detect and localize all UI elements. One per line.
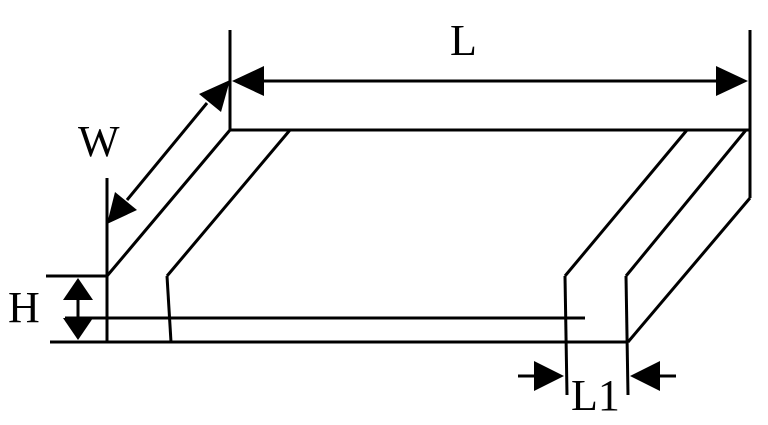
right-terminal-inner-front-edge xyxy=(563,275,569,396)
width-label: W xyxy=(78,117,120,166)
length-label: L xyxy=(450,16,477,65)
right-terminal-inner-top-edge xyxy=(563,129,689,277)
terminal-length-arrow-right xyxy=(630,361,660,391)
left-terminal-top-edge xyxy=(165,129,292,277)
length-arrow-right xyxy=(716,66,748,96)
right-terminal-outer-top-edge xyxy=(624,129,748,277)
length-arrow-left xyxy=(232,66,264,96)
height-arrow-down xyxy=(63,318,93,340)
left-terminal-front-edge xyxy=(165,275,173,343)
bottom-right-edge xyxy=(626,197,752,343)
width-dimension: W xyxy=(78,30,232,276)
terminal-length-arrow-left xyxy=(534,361,564,391)
height-label: H xyxy=(8,283,40,332)
width-dimension-line xyxy=(125,102,209,201)
left-terminal xyxy=(165,129,292,343)
height-dimension: H xyxy=(8,274,585,340)
top-left-edge xyxy=(105,129,232,277)
width-arrow-front xyxy=(107,192,137,224)
component-body xyxy=(50,128,752,344)
height-arrow-up xyxy=(63,278,93,300)
terminal-length-dimension: L1 xyxy=(518,361,676,420)
width-arrow-back xyxy=(199,80,230,112)
terminal-length-label: L1 xyxy=(571,371,620,420)
right-terminal-outer-front-edge xyxy=(624,275,630,396)
length-dimension: L xyxy=(232,16,752,130)
right-terminal xyxy=(563,129,748,396)
